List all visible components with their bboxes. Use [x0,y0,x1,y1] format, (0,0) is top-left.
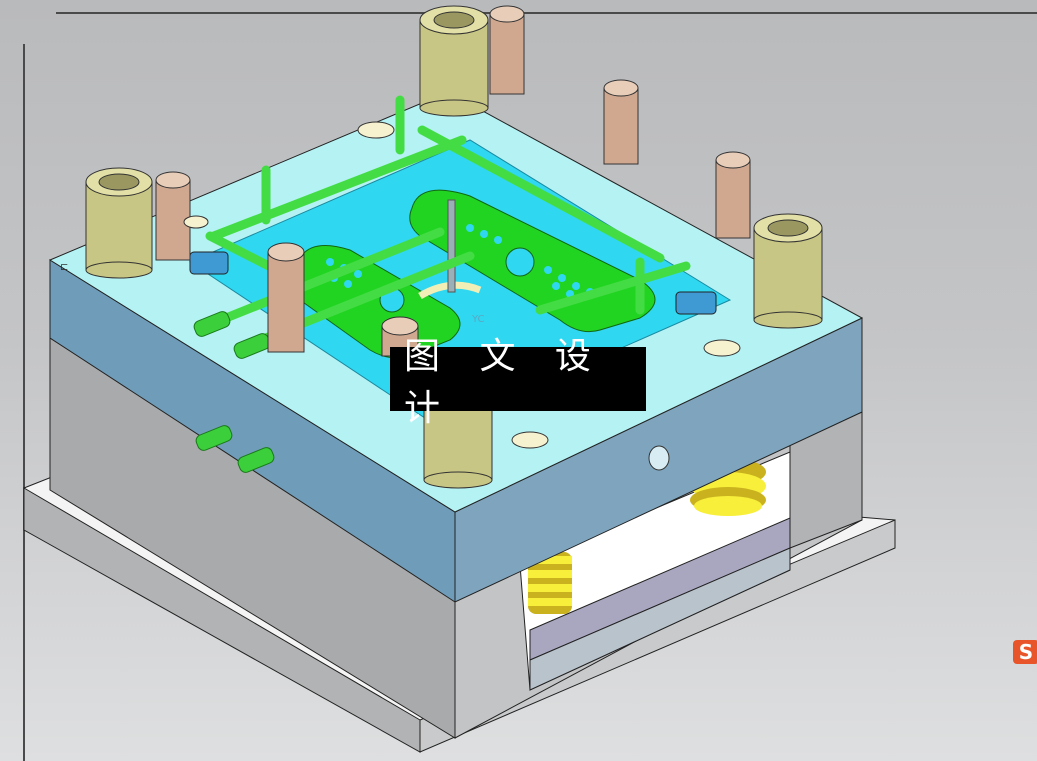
guide-bushings [85,5,823,489]
locating-block-right [675,291,717,315]
socket-screws [155,5,751,357]
ejector-hole [648,445,670,471]
sprue-runner: YC [418,199,485,325]
datum-mark: ⊏ [60,262,68,273]
guide-bushing-right [753,213,823,329]
guide-bushing-top [419,5,489,117]
watermark-text: 图 文 设 计 [404,336,605,429]
spring-left [528,552,572,614]
guide-bushing-left [85,167,153,279]
locating-block-left [189,251,229,275]
support-pads [183,121,741,449]
watermark-banner: 图 文 设 计 [390,336,646,429]
brand-logo-icon: S [1013,640,1037,664]
cooling-lines [205,95,691,351]
triad-yc-label: YC [471,314,485,325]
guide-bushing-front [423,403,493,489]
cooling-fittings [193,311,275,473]
